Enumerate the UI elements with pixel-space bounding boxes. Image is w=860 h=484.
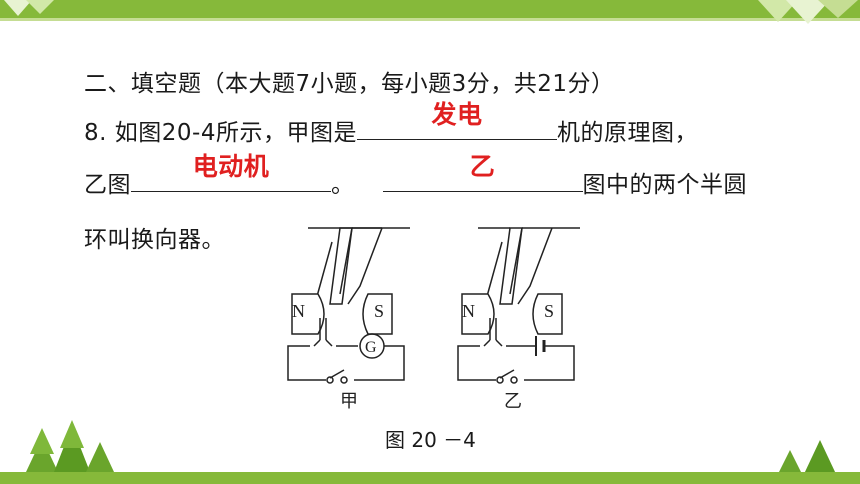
figure-label-jia: 甲 xyxy=(340,391,358,412)
question-line2-prefix: 乙图 xyxy=(84,172,131,198)
motor-diagram xyxy=(457,227,580,384)
answer-blank-3[interactable]: 乙 xyxy=(382,152,583,192)
question-line-3: 环叫换向器。 xyxy=(84,227,225,253)
galvanometer-label: G xyxy=(365,339,377,356)
question-prefix: 8. 如图20-4所示，甲图是 xyxy=(84,120,357,146)
top-left-leaves-icon xyxy=(4,0,54,16)
top-banner xyxy=(0,0,860,18)
figure-caption: 图 20 －4 xyxy=(385,428,476,452)
section-heading: 二、填空题（本大题7小题，每小题3分，共21分） xyxy=(84,71,615,97)
answer-1: 发电 xyxy=(431,100,483,129)
bottom-right-trees-icon xyxy=(778,440,836,474)
answer-2: 电动机 xyxy=(192,152,270,181)
answer-3: 乙 xyxy=(469,152,496,181)
figure-label-yi: 乙 xyxy=(504,391,522,412)
left-pole-n: N xyxy=(292,301,305,321)
answer-blank-1[interactable]: 发电 xyxy=(356,100,557,140)
figure-20-4: N S G N S 甲 乙 xyxy=(287,227,580,412)
question-text-after-blank-2: 。 xyxy=(331,172,355,198)
right-pole-n: N xyxy=(462,301,475,321)
generator-diagram xyxy=(287,227,410,384)
question-line-2: 乙图 电动机。 乙图中的两个半圆 xyxy=(84,152,747,199)
right-pole-s: S xyxy=(544,301,554,321)
question-text-after-blank-1: 机的原理图， xyxy=(556,120,698,146)
bottom-left-trees-icon xyxy=(26,420,114,472)
answer-blank-2[interactable]: 电动机 xyxy=(131,152,331,192)
left-pole-s: S xyxy=(374,301,384,321)
question-text-after-blank-3: 图中的两个半圆 xyxy=(582,172,747,198)
top-banner-stripe xyxy=(0,18,860,21)
question-line-1: 8. 如图20-4所示，甲图是 发电机的原理图， xyxy=(84,100,698,147)
top-right-leaves-icon xyxy=(758,0,858,24)
bottom-banner xyxy=(0,472,860,484)
